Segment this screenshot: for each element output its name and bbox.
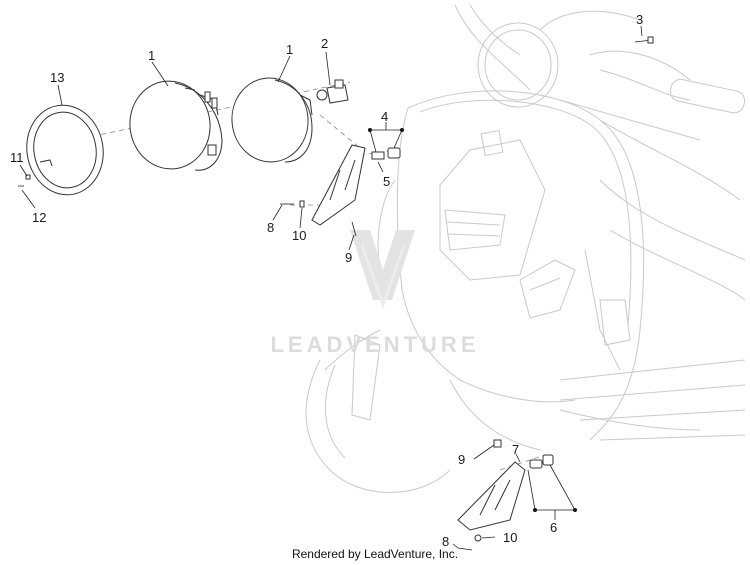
callout-2: 2	[321, 36, 328, 51]
headlight-trim-ring	[26, 104, 104, 196]
callout-7: 7	[512, 442, 519, 457]
callout-8-bottom: 8	[442, 534, 449, 549]
watermark-text: LEADVENTURE	[270, 332, 479, 357]
leadventure-watermark: LEADVENTURE	[270, 230, 479, 357]
callout-4: 4	[381, 109, 388, 124]
headlight-bulb	[316, 79, 349, 104]
callout-1-left: 1	[148, 48, 155, 63]
scooter-ghost-outline	[305, 4, 746, 493]
render-credit: Rendered by LeadVenture, Inc.	[292, 547, 458, 561]
headlight-unit-left	[129, 80, 223, 171]
callout-10-top: 10	[292, 228, 306, 243]
leader-lines	[19, 25, 643, 549]
rear-turn-signal	[457, 454, 554, 531]
callout-3: 3	[636, 12, 643, 27]
small-fasteners	[18, 174, 502, 551]
callout-labels: 1 1 2 3 4 5 6 7 8 8 9 9 10 10 11 12 13	[10, 12, 643, 549]
callout-5: 5	[383, 174, 390, 189]
callout-1-right: 1	[286, 42, 293, 57]
callout-12: 12	[32, 210, 46, 225]
screw-top-right	[634, 36, 654, 44]
callout-6: 6	[550, 520, 557, 535]
headlight-lens-right	[231, 77, 313, 163]
callout-8-top: 8	[267, 220, 274, 235]
callout-9-top: 9	[345, 250, 352, 265]
callout-9-bottom: 9	[458, 452, 465, 467]
callout-13: 13	[50, 70, 64, 85]
front-turn-signal	[311, 144, 401, 226]
callout-11: 11	[10, 150, 24, 165]
callout-10-bottom: 10	[503, 530, 517, 545]
